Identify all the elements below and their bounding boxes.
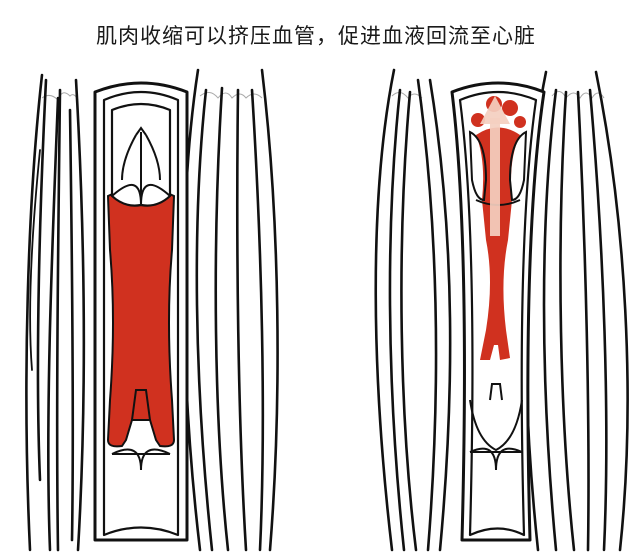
left-muscle-right — [182, 68, 279, 552]
right-vein — [450, 81, 546, 542]
up-arrow-icon — [480, 96, 510, 236]
right-panel — [374, 68, 629, 552]
left-panel — [25, 68, 279, 552]
right-muscle-right — [524, 70, 629, 552]
blood-column — [476, 127, 520, 360]
left-muscle-left — [25, 73, 86, 552]
diagram-caption: 肌肉收缩可以挤压血管，促进血液回流至心脏 — [96, 24, 536, 48]
blood-column — [106, 187, 176, 448]
left-vein — [93, 81, 189, 542]
right-muscle-left — [374, 68, 452, 552]
